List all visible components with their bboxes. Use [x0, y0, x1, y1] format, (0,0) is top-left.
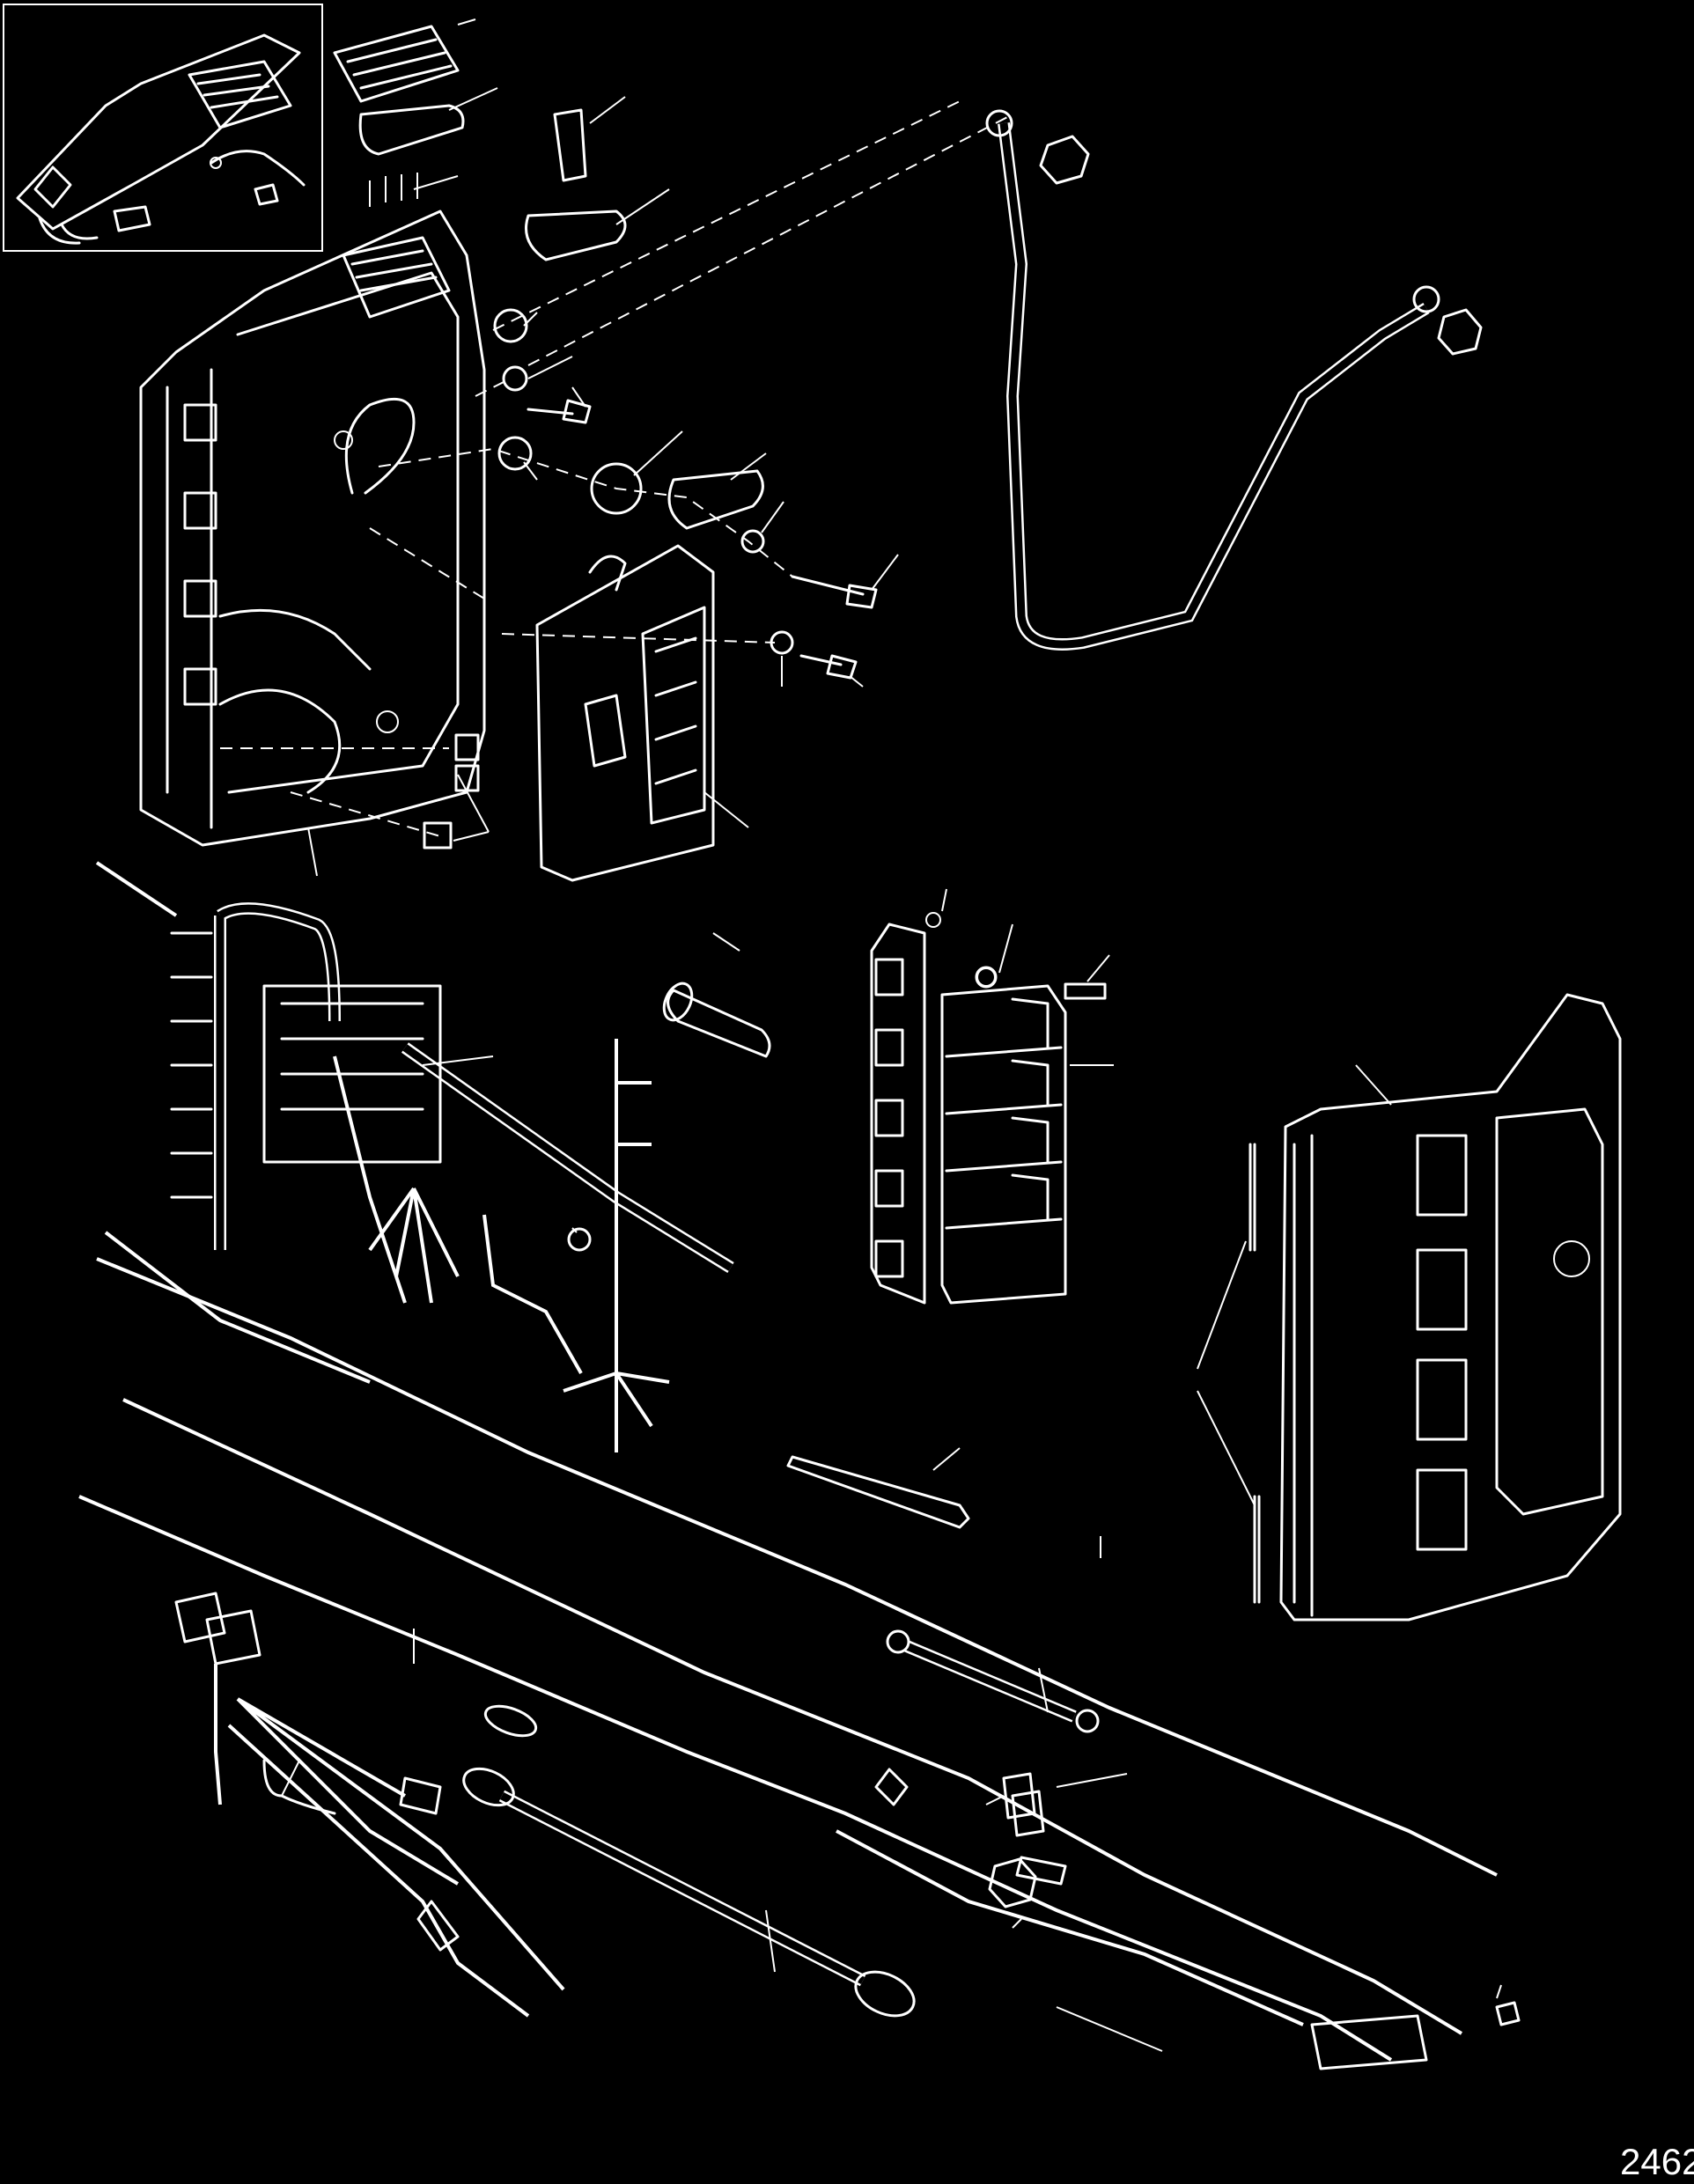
- clip-39: [1011, 1790, 1045, 1837]
- bolt-13-mid: [799, 654, 858, 680]
- gasket-4: [358, 104, 465, 156]
- ground-strap-24: [886, 1629, 1100, 1733]
- figure-number: 2462: [1620, 2141, 1694, 2182]
- battery-cable-28: [462, 1767, 916, 2018]
- bushing-8: [497, 436, 533, 471]
- grommet-7: [590, 462, 643, 515]
- sleeve: [662, 982, 771, 1058]
- relay-block: [940, 967, 1107, 1305]
- tie-strap-27: [786, 1455, 970, 1529]
- grommet-5-top: [525, 210, 627, 261]
- nut-36: [1039, 135, 1090, 185]
- grommet-32: [567, 1227, 592, 1252]
- bolt-13-top: [527, 399, 592, 424]
- inset-detail: [3, 4, 323, 252]
- relay-bracket: [870, 912, 941, 1305]
- lower-cables: [78, 1257, 1498, 2070]
- grommet-5-mid: [667, 469, 764, 530]
- washer-10: [493, 308, 528, 343]
- bolt-33: [791, 575, 878, 609]
- washer-34: [740, 529, 765, 554]
- alignment-lines: [220, 100, 1013, 837]
- leader-lines: [281, 18, 1502, 2052]
- terminal-30: [1495, 2001, 1521, 2026]
- fuse-11: [553, 108, 587, 182]
- terminals-9: [369, 173, 418, 207]
- connector-3: [333, 25, 460, 103]
- nut-37: [1437, 308, 1483, 356]
- main-harness: [95, 861, 734, 1452]
- electrical-bracket: [139, 210, 486, 847]
- washer-14: [502, 365, 528, 392]
- battery-cable-35: [985, 109, 1440, 651]
- ecm-module: [535, 544, 715, 882]
- clips-17: [423, 733, 480, 849]
- nut-23: [975, 966, 998, 989]
- cover: [1248, 993, 1622, 1621]
